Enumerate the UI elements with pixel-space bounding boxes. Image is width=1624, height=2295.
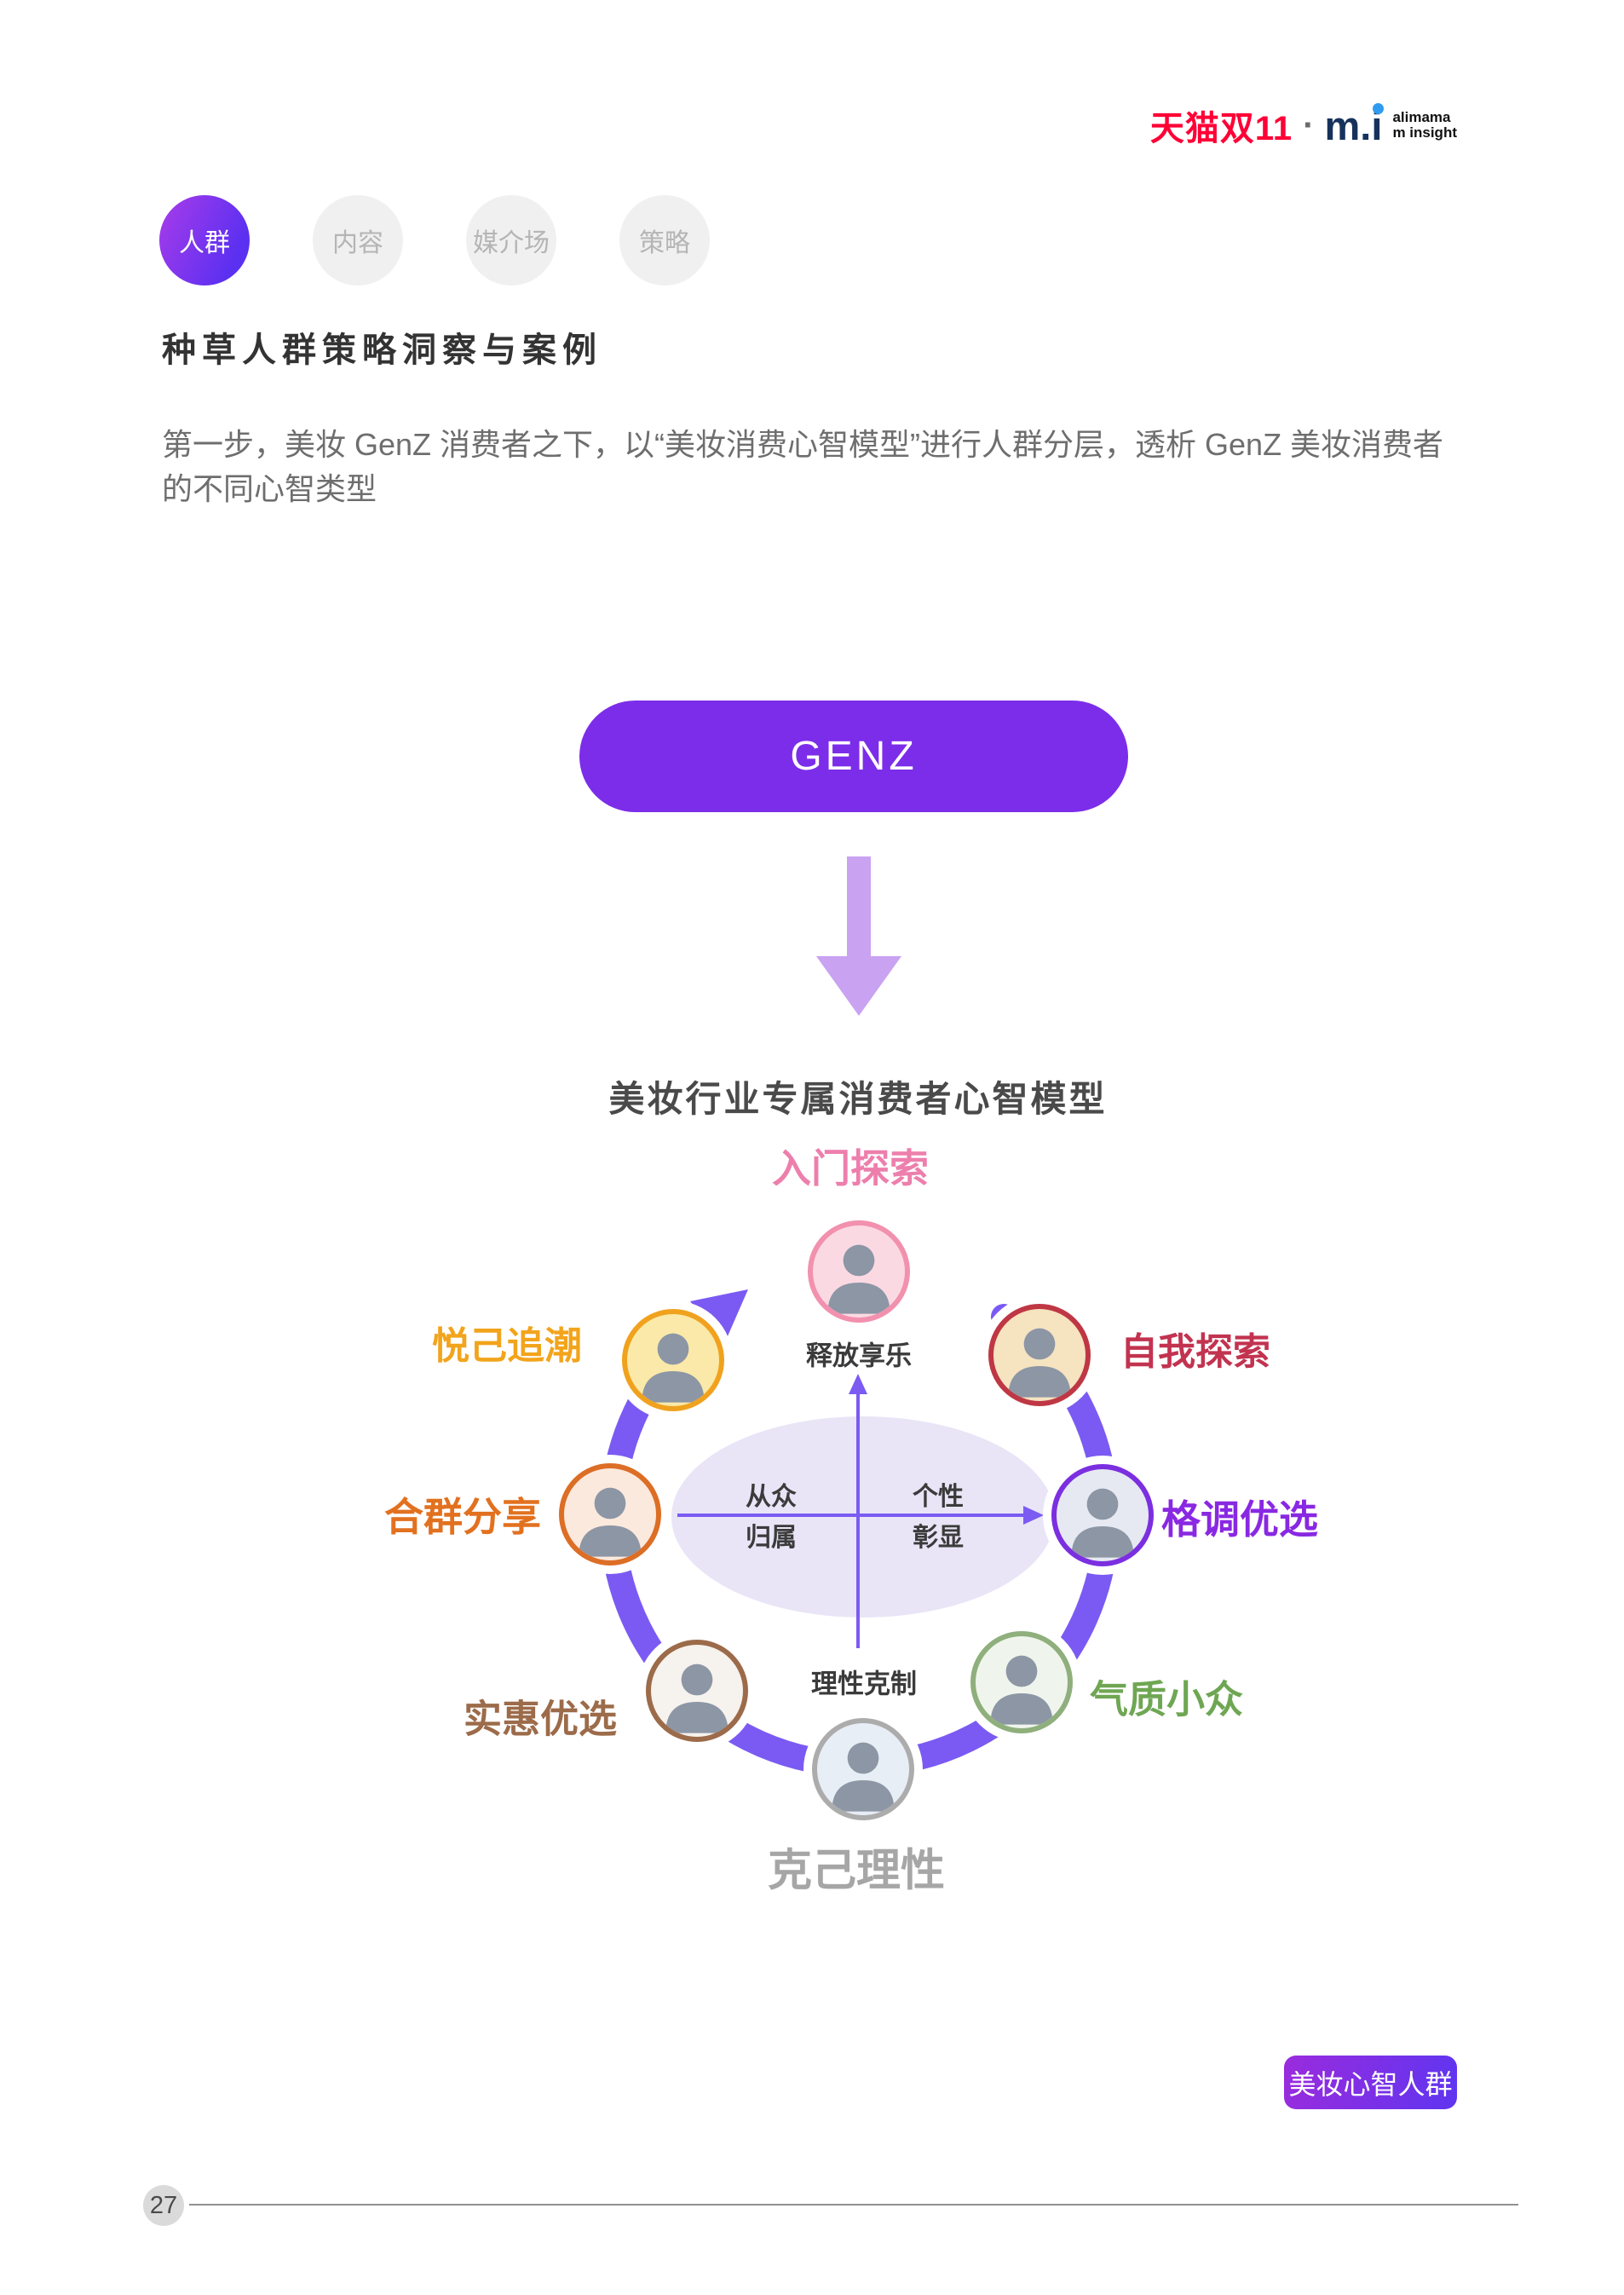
avatar-niche-temperament	[970, 1631, 1073, 1733]
beauty-mind-badge: 美妆心智人群	[1284, 2056, 1457, 2109]
logo-separator-dot: ·	[1303, 106, 1315, 144]
avatar-taste-selector	[1051, 1464, 1154, 1566]
label-trend-chase: 悦己追潮	[432, 1325, 582, 1367]
tab-neirong[interactable]: 内容	[313, 195, 403, 285]
avatar-self-explorer	[988, 1304, 1091, 1406]
label-taste-select: 格调优选	[1161, 1497, 1318, 1542]
axis-label-left-line2: 归属	[746, 1524, 797, 1552]
axis-label-right: 个性 彰显	[913, 1477, 964, 1559]
person-icon	[665, 1664, 728, 1733]
axis-label-top: 释放享乐	[806, 1341, 912, 1371]
alimama-text: alimama	[1392, 109, 1451, 125]
footer-divider	[189, 2204, 1518, 2206]
avatar-entry-explorer	[808, 1220, 910, 1323]
tmall-double11-logo: 天猫双11	[1149, 110, 1293, 147]
label-niche-temperament: 气质小众	[1089, 1677, 1244, 1721]
mi-logo-blue-dot-icon	[1373, 102, 1385, 114]
alimama-insight-logo: alimama m insight	[1392, 110, 1457, 141]
page-number: 27	[143, 2185, 184, 2226]
axes-icon	[677, 1374, 1044, 1648]
section-tabs: 人群 内容 媒介场 策略	[159, 195, 773, 285]
avatar-trend-chaser	[622, 1309, 724, 1411]
axis-label-left-line1: 从众	[746, 1483, 797, 1511]
down-arrow-icon	[816, 856, 901, 1016]
axis-label-left: 从众 归属	[746, 1477, 797, 1559]
label-value-select: 实惠优选	[463, 1697, 618, 1741]
page-title: 种草人群策略洞察与案例	[162, 332, 602, 369]
tab-meijiechang[interactable]: 媒介场	[466, 195, 556, 285]
tab-renqun[interactable]: 人群	[159, 195, 250, 285]
person-icon	[832, 1742, 895, 1812]
diagram-title: 美妆行业专属消费者心智模型	[608, 1079, 1108, 1119]
m-insight-text: m insight	[1392, 124, 1457, 141]
person-icon	[1008, 1328, 1071, 1398]
label-self-explore: 自我探索	[1120, 1331, 1270, 1373]
avatar-value-selector	[646, 1640, 748, 1742]
person-icon	[642, 1333, 705, 1403]
mi-logo: m.i	[1324, 102, 1385, 148]
mi-logo-text: m.i	[1324, 102, 1383, 148]
intro-paragraph: 第一步，美妆 GenZ 消费者之下，以“美妆消费心智模型”进行人群分层，透析 G…	[162, 427, 1444, 506]
person-icon	[579, 1487, 642, 1557]
tab-celue[interactable]: 策略	[619, 195, 710, 285]
label-rational-restraint: 克己理性	[767, 1846, 946, 1896]
genz-pill: GENZ	[579, 701, 1128, 812]
axis-label-right-line1: 个性	[913, 1483, 964, 1511]
avatar-group-sharer	[559, 1463, 661, 1566]
avatar-rational-restraint	[812, 1718, 914, 1820]
person-icon	[1071, 1488, 1134, 1558]
label-group-share: 合群分享	[384, 1495, 541, 1539]
header-logo: 天猫双11 · m.i alimama m insight	[1150, 101, 1457, 150]
label-entry-explore: 入门探索	[772, 1146, 929, 1191]
person-icon	[827, 1244, 890, 1314]
person-icon	[990, 1655, 1053, 1725]
axis-label-bottom: 理性克制	[811, 1669, 917, 1699]
axis-label-right-line2: 彰显	[913, 1524, 964, 1552]
